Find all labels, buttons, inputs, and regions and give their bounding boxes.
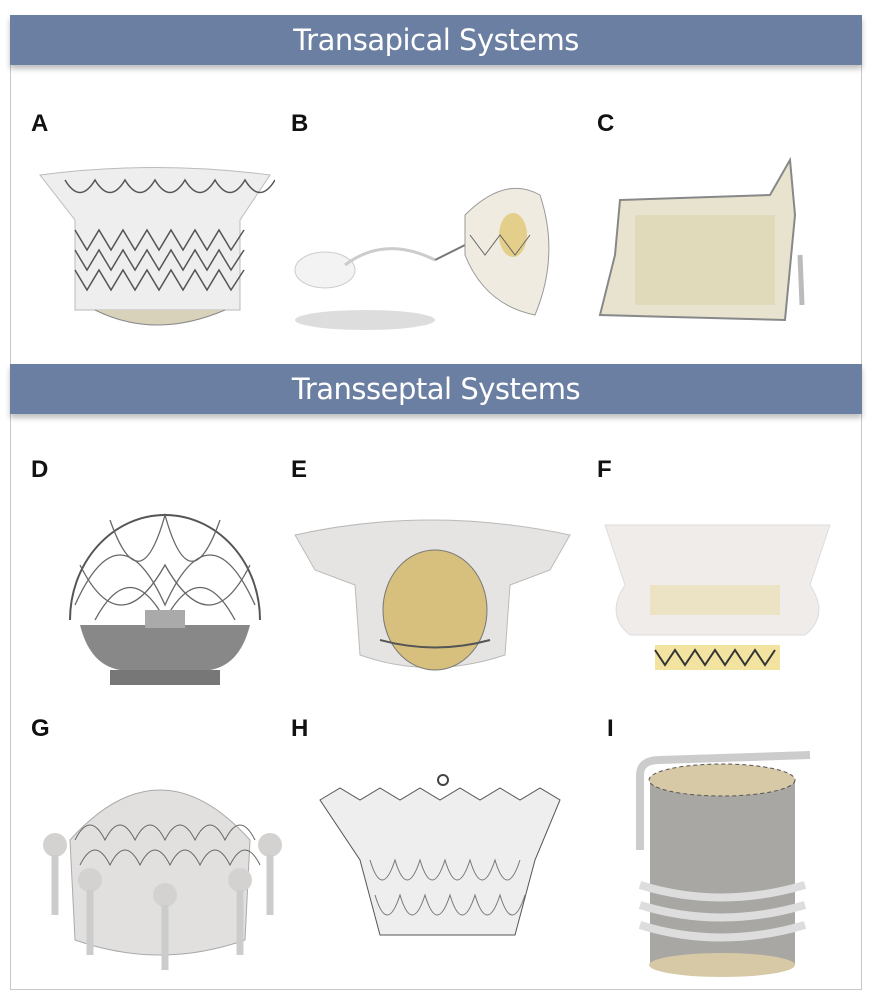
valve-image-f [604,524,831,670]
panel-label-f: F [597,456,612,483]
section-header-transapical: Transapical Systems [10,15,862,65]
panel-label-b: B [291,110,309,137]
valve-image-d [69,512,261,685]
valve-image-e [294,519,571,671]
panel-label-h: H [291,715,309,742]
panel-label-c: C [597,110,615,137]
section-header-transseptal: Transseptal Systems [10,364,862,414]
panel-label-e: E [291,456,308,483]
valve-image-h [319,774,561,936]
panel-label-a: A [31,110,49,137]
panel-label-g: G [31,715,50,742]
panel-label-i: I [607,715,614,742]
valve-image-c [598,156,805,322]
valve-image-g [43,789,282,970]
valve-image-i [636,751,811,977]
valve-image-b [294,187,550,330]
valve-image-a [39,167,275,326]
panel-label-d: D [31,456,49,483]
